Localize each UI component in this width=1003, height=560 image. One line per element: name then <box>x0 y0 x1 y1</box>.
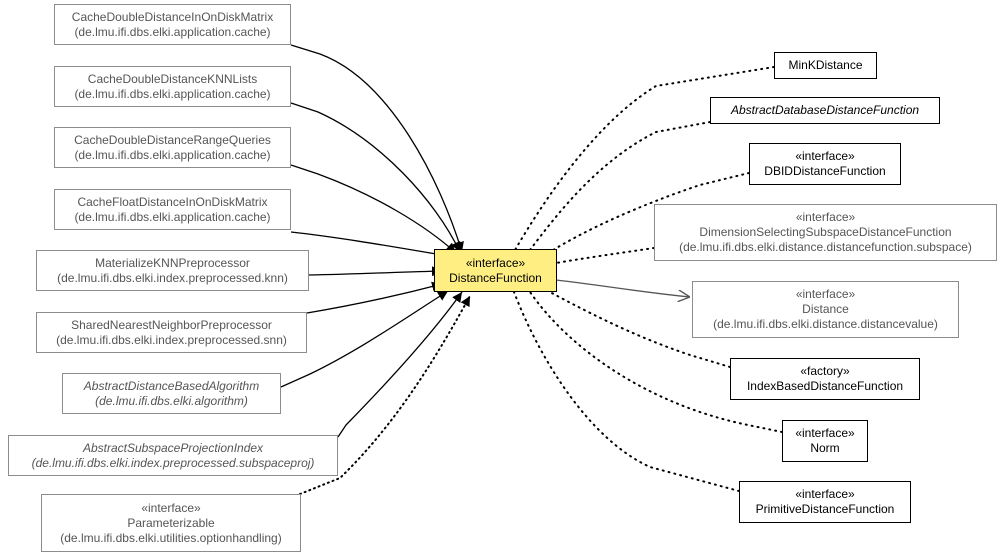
node-name: DimensionSelectingSubspaceDistanceFuncti… <box>699 225 952 239</box>
node-package: (de.lmu.ifi.dbs.elki.algorithm) <box>95 393 248 408</box>
node-name: CacheFloatDistanceInOnDiskMatrix <box>77 194 268 209</box>
node-distance-function[interactable]: «interface» DistanceFunction <box>434 249 557 292</box>
node-parameterizable[interactable]: «interface» Parameterizable (de.lmu.ifi.… <box>41 494 301 552</box>
node-name: IndexBasedDistanceFunction <box>746 379 904 393</box>
node-package: (de.lmu.ifi.dbs.elki.application.cache) <box>74 86 271 101</box>
edge-abstract-database-distance <box>529 121 711 251</box>
edge-materialize-knn <box>308 266 443 277</box>
node-cache-float-distance-inondisk-matrix[interactable]: CacheFloatDistanceInOnDiskMatrix (de.lmu… <box>54 189 291 230</box>
node-name: Norm <box>810 441 840 455</box>
node-name: AbstractDatabaseDistanceFunction <box>730 103 920 117</box>
edge-minkdistance <box>514 66 775 251</box>
node-name: DistanceFunction <box>449 270 542 285</box>
node-name: AbstractSubspaceProjectionIndex <box>82 440 264 455</box>
node-primitive-distance-function[interactable]: «interface» PrimitiveDistanceFunction <box>739 481 911 523</box>
node-stereotype: «interface» <box>795 210 856 224</box>
node-name: Parameterizable <box>127 515 215 530</box>
node-package: (de.lmu.ifi.dbs.elki.application.cache) <box>74 24 271 39</box>
node-name: PrimitiveDistanceFunction <box>755 502 895 516</box>
node-name: CacheDoubleDistanceRangeQueries <box>74 132 271 147</box>
edge-dimension-selecting <box>555 247 655 264</box>
edge-primitive-distance <box>513 291 740 492</box>
node-materialize-knn-preprocessor[interactable]: MaterializeKNNPreprocessor (de.lmu.ifi.d… <box>36 250 309 291</box>
edge-cache-double-rangequeries <box>290 164 457 254</box>
edge-abstract-subspace-projection <box>337 291 463 438</box>
node-cache-double-distance-inondisk-matrix[interactable]: CacheDoubleDistanceInOnDiskMatrix (de.lm… <box>54 4 291 45</box>
node-stereotype: «interface» <box>795 287 856 301</box>
node-minkdistance[interactable]: MinKDistance <box>774 52 877 79</box>
node-stereotype: «interface» <box>795 426 855 440</box>
node-name: MaterializeKNNPreprocessor <box>95 255 250 270</box>
node-name: CacheDoubleDistanceKNNLists <box>87 71 258 86</box>
edge-cache-double-knnlists <box>290 102 461 253</box>
node-stereotype: «interface» <box>141 500 201 515</box>
node-cache-double-distance-knnlists[interactable]: CacheDoubleDistanceKNNLists (de.lmu.ifi.… <box>54 66 291 107</box>
node-package: (de.lmu.ifi.dbs.elki.application.cache) <box>74 209 271 224</box>
node-name: AbstractDistanceBasedAlgorithm <box>83 378 260 393</box>
node-stereotype: «interface» <box>795 149 855 163</box>
edge-abstract-distance-based <box>280 290 449 388</box>
node-dbid-distance-function[interactable]: «interface» DBIDDistanceFunction <box>749 143 901 185</box>
node-name: MinKDistance <box>788 58 863 72</box>
node-abstract-distance-based-algorithm[interactable]: AbstractDistanceBasedAlgorithm (de.lmu.i… <box>62 373 281 414</box>
node-package: (de.lmu.ifi.dbs.elki.index.preprocessed.… <box>56 332 287 347</box>
node-stereotype: «interface» <box>465 255 526 270</box>
node-shared-nearest-neighbor-preprocessor[interactable]: SharedNearestNeighborPreprocessor (de.lm… <box>36 312 307 353</box>
edge-shared-nn <box>306 281 443 314</box>
edge-norm <box>529 291 783 433</box>
node-distance[interactable]: «interface» Distance (de.lmu.ifi.dbs.elk… <box>692 281 959 338</box>
node-stereotype: «factory» <box>800 364 850 378</box>
node-name: CacheDoubleDistanceInOnDiskMatrix <box>71 9 274 24</box>
node-abstract-database-distance-function[interactable]: AbstractDatabaseDistanceFunction <box>710 97 940 124</box>
node-package: (de.lmu.ifi.dbs.elki.utilities.optionhan… <box>60 530 282 545</box>
node-index-based-distance-function[interactable]: «factory» IndexBasedDistanceFunction <box>730 358 920 400</box>
node-cache-double-distance-rangequeries[interactable]: CacheDoubleDistanceRangeQueries (de.lmu.… <box>54 127 291 168</box>
node-package: (de.lmu.ifi.dbs.elki.distance.distancefu… <box>679 240 972 254</box>
node-package: (de.lmu.ifi.dbs.elki.distance.distanceva… <box>713 317 938 331</box>
node-package: (de.lmu.ifi.dbs.elki.index.preprocessed.… <box>31 455 315 470</box>
node-norm[interactable]: «interface» Norm <box>782 420 868 462</box>
node-abstract-subspace-projection-index[interactable]: AbstractSubspaceProjectionIndex (de.lmu.… <box>8 435 338 476</box>
edge-cache-float-inondisk <box>290 231 449 260</box>
edge-cache-double-inondisk <box>290 44 464 253</box>
edge-dbid-distance <box>549 172 750 253</box>
node-dimension-selecting-subspace-distance-function[interactable]: «interface» DimensionSelectingSubspaceDi… <box>654 204 997 261</box>
edge-distance <box>555 279 690 297</box>
node-package: (de.lmu.ifi.dbs.elki.application.cache) <box>74 147 271 162</box>
node-name: Distance <box>802 302 849 316</box>
node-stereotype: «interface» <box>795 487 855 501</box>
node-name: DBIDDistanceFunction <box>764 164 886 178</box>
node-name: SharedNearestNeighborPreprocessor <box>71 317 272 332</box>
edge-parameterizable <box>299 295 471 495</box>
node-package: (de.lmu.ifi.dbs.elki.index.preprocessed.… <box>57 270 288 285</box>
